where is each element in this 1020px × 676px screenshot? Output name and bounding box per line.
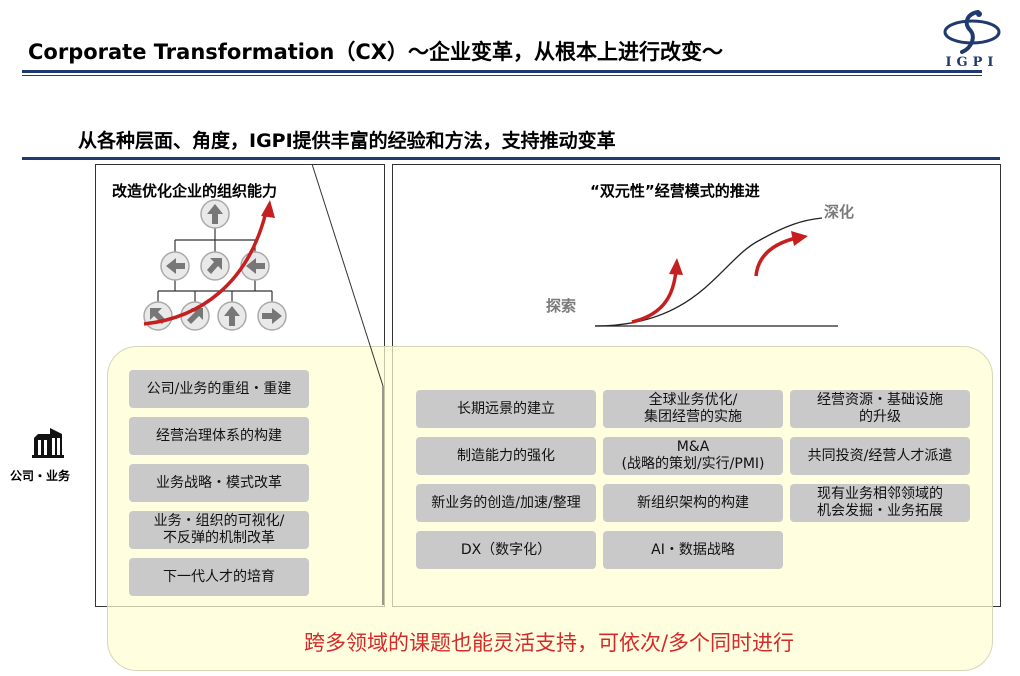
explore-label: 探索 [546,297,577,315]
deepen-label: 深化 [824,203,855,221]
grid-item-manufacturing: 制造能力的强化 [416,437,596,475]
s-curve-illustration [594,217,838,327]
building-icon [32,428,64,458]
grid-item-joint-investment: 共同投资/经营人才派遣 [790,437,970,475]
item-visualization: 业务・组织的可视化/ 不反弹的机制改革 [129,511,309,549]
footer-message: 跨多领域的课题也能灵活支持，可依次/多个同时进行 [303,631,795,655]
company-business-label: 公司・业务 [10,469,71,483]
grid-item-new-business: 新业务的创造/加速/整理 [416,484,596,522]
left-panel-title: 改造优化企业的组织能力 [112,182,278,200]
page-title: Corporate Transformation（CX）～企业变革，从根本上进行… [28,40,723,64]
org-chart-illustration [143,199,287,331]
item-restructuring: 公司/业务的重组・重建 [129,370,309,408]
grid-item-resource-upgrade: 经营资源・基础设施 的升级 [790,390,970,428]
grid-item-adjacent-opportunity: 现有业务相邻领域的 机会发掘・业务拓展 [790,484,970,522]
grid-item-new-org-structure: 新组织架构的构建 [603,484,783,522]
grid-item-global-optimization: 全球业务优化/ 集团经营的实施 [603,390,783,428]
item-business-strategy: 业务战略・模式改革 [129,464,309,502]
grid-item-long-term-vision: 长期远景的建立 [416,390,596,428]
subtitle-divider [22,157,1000,160]
logo-mark-icon [943,10,1001,54]
right-panel-title: “双元性”经营模式的推进 [590,182,760,200]
subtitle: 从各种层面、角度，IGPI提供丰富的经验和方法，支持推动变革 [78,130,616,152]
grid-item-dx: DX（数字化） [416,531,596,569]
title-divider-thin [22,75,982,76]
title-divider [22,70,982,73]
grid-item-m-and-a: M&A (战略的策划/实行/PMI) [603,437,783,475]
logo-text: IGPI [945,55,999,70]
igpi-logo: IGPI [938,8,1006,72]
item-governance: 经营治理体系的构建 [129,417,309,455]
item-next-gen-talent: 下一代人才的培育 [129,558,309,596]
grid-item-ai-data: AI・数据战略 [603,531,783,569]
